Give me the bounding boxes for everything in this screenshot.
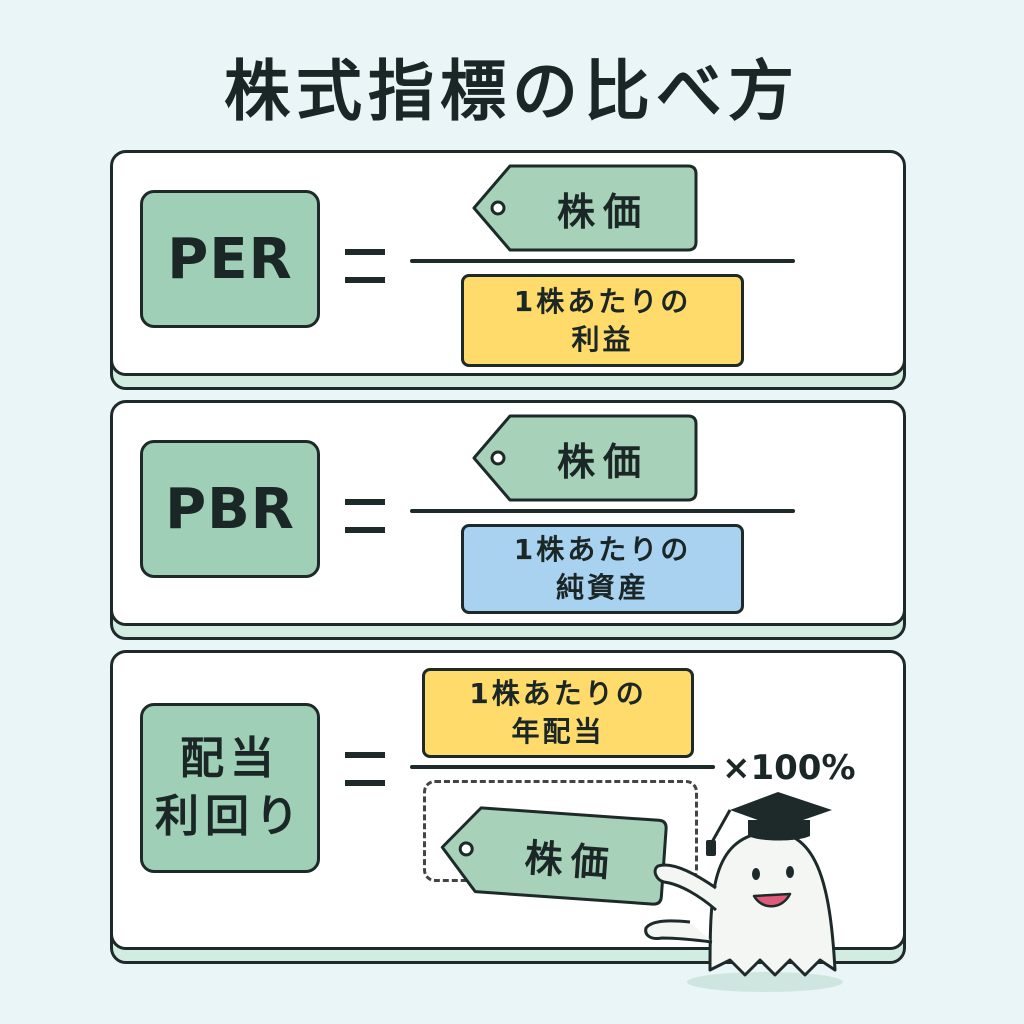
pbr-denominator: 1株あたりの 純資産 <box>461 524 744 614</box>
pbr-equals-sign <box>345 499 385 533</box>
ghost-graduate-icon <box>644 792 843 992</box>
pbr-fraction-line <box>410 509 795 513</box>
per-label: PER <box>140 190 320 328</box>
dividend-equals-sign <box>345 752 385 786</box>
price-tag-icon <box>472 164 698 252</box>
multiplier-label: ×100% <box>722 748 856 788</box>
per-fraction-line <box>410 259 795 263</box>
per-denominator: 1株あたりの 利益 <box>461 274 744 367</box>
page-title: 株式指標の比べ方 <box>224 53 800 130</box>
dividend-numerator: 1株あたりの 年配当 <box>422 668 694 758</box>
per-numerator: 株価 <box>556 189 649 234</box>
dividend-label: 配当 利回り <box>140 703 320 873</box>
per-equals-sign <box>345 249 385 283</box>
price-tag-icon <box>472 414 698 502</box>
pbr-label: PBR <box>140 440 320 578</box>
pbr-numerator: 株価 <box>556 439 649 484</box>
price-tag-icon <box>440 806 668 906</box>
dividend-fraction-line <box>410 765 715 769</box>
